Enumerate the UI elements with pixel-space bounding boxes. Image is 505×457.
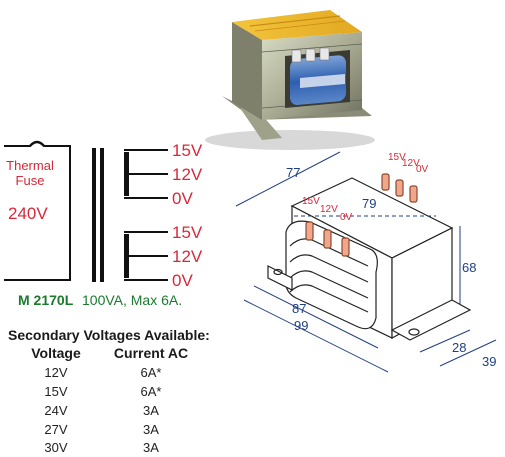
secondary1-tap-12v-label: 12V [172, 165, 203, 184]
power-rating: 100VA, Max 6A. [82, 292, 182, 308]
secondary2-coil [124, 234, 129, 278]
dim-label-87: 87 [292, 301, 306, 316]
drawing-coil-front [285, 220, 378, 330]
drawing-rear-tap-0v: 0V [416, 164, 429, 175]
photo-foot-left [240, 108, 282, 140]
photo-coil-tape [300, 74, 345, 88]
primary-voltage-label: 240V [8, 204, 48, 223]
core-bar-left [92, 148, 96, 282]
table-row-voltage: 15V [44, 384, 67, 399]
table-row-current: 6A* [141, 365, 162, 380]
photo-terminal [291, 49, 302, 63]
drawing-rear-terminal-15v [381, 173, 390, 191]
table-row-current: 3A [143, 440, 159, 455]
secondary2-tap-15v-label: 15V [172, 223, 203, 242]
dim-line-28 [419, 329, 471, 353]
photo-shadow [205, 130, 375, 150]
thermal-fuse-label-2: Fuse [16, 173, 45, 188]
dim-line-77 [235, 151, 341, 207]
drawing-front-tap-0v: 0V [340, 212, 353, 223]
secondary-voltage-table: Secondary Voltages Available: Voltage Cu… [8, 327, 210, 455]
winding-schematic: Thermal Fuse 240V 15V 12V 0V 15V 12V 0V … [4, 140, 203, 308]
dim-label-68: 68 [462, 260, 476, 275]
table-row-voltage: 12V [44, 365, 67, 380]
photo-lamination [261, 43, 363, 53]
table-row-current: 6A* [141, 384, 162, 399]
thermal-fuse-label: Thermal [6, 158, 54, 173]
dim-label-28: 28 [452, 340, 466, 355]
transformer-photo [205, 10, 375, 150]
table-header-current: Current AC [114, 345, 188, 361]
table-title: Secondary Voltages Available: [8, 327, 210, 343]
dimension-drawing [267, 173, 472, 341]
drawing-rear-tap-12v: 12V [402, 158, 420, 169]
drawing-coil-line [289, 270, 369, 299]
dim-line-87 [253, 285, 379, 349]
photo-terminal [305, 48, 316, 62]
dim-label-77: 77 [286, 165, 300, 180]
table-row-voltage: 24V [44, 403, 67, 418]
drawing-rear-tap-15v: 15V [388, 152, 406, 163]
dim-line-39 [439, 339, 497, 367]
secondary1-tap-0v-label: 0V [172, 189, 193, 208]
photo-label-line [249, 15, 341, 27]
table-row-current: 3A [143, 403, 159, 418]
dim-line-99 [243, 299, 389, 373]
model-number: M 2170L [18, 292, 74, 308]
dim-label-99: 99 [294, 318, 308, 333]
drawing-coil-line [289, 254, 369, 283]
photo-label-line-2 [254, 20, 346, 32]
drawing-terminal-0v [341, 237, 350, 257]
table-row-voltage: 30V [44, 440, 67, 455]
table-row-current: 3A [143, 422, 159, 437]
secondary1-tap-15v-label: 15V [172, 141, 203, 160]
drawing-front-tap-15v: 15V [302, 196, 320, 207]
drawing-rear-terminal-0v [409, 185, 418, 203]
drawing-labels: 15V 12V 0V 15V 12V 0V 77 79 68 87 99 28 … [286, 152, 496, 369]
thermal-fuse-symbol [29, 140, 45, 147]
dim-label-39: 39 [482, 354, 496, 369]
secondary1-coil [124, 152, 129, 196]
drawing-front-tap-12v: 12V [320, 204, 338, 215]
secondary2-tap-12v-label: 12V [172, 247, 203, 266]
table-row-voltage: 27V [44, 422, 67, 437]
drawing-mount-hole [273, 268, 283, 276]
photo-side-face [232, 22, 262, 120]
table-header-voltage: Voltage [31, 345, 81, 361]
drawing-mount-hole [408, 328, 420, 336]
secondary2-tap-0v-label: 0V [172, 271, 193, 290]
dim-label-79: 79 [362, 196, 376, 211]
drawing-foot-right [390, 299, 472, 341]
drawing-terminal-15v [305, 221, 314, 241]
dimension-lines [235, 151, 497, 373]
photo-terminal [319, 47, 330, 61]
core-bar-right [100, 148, 104, 282]
drawing-rear-terminal-12v [395, 179, 404, 197]
drawing-terminal-12v [323, 229, 332, 249]
